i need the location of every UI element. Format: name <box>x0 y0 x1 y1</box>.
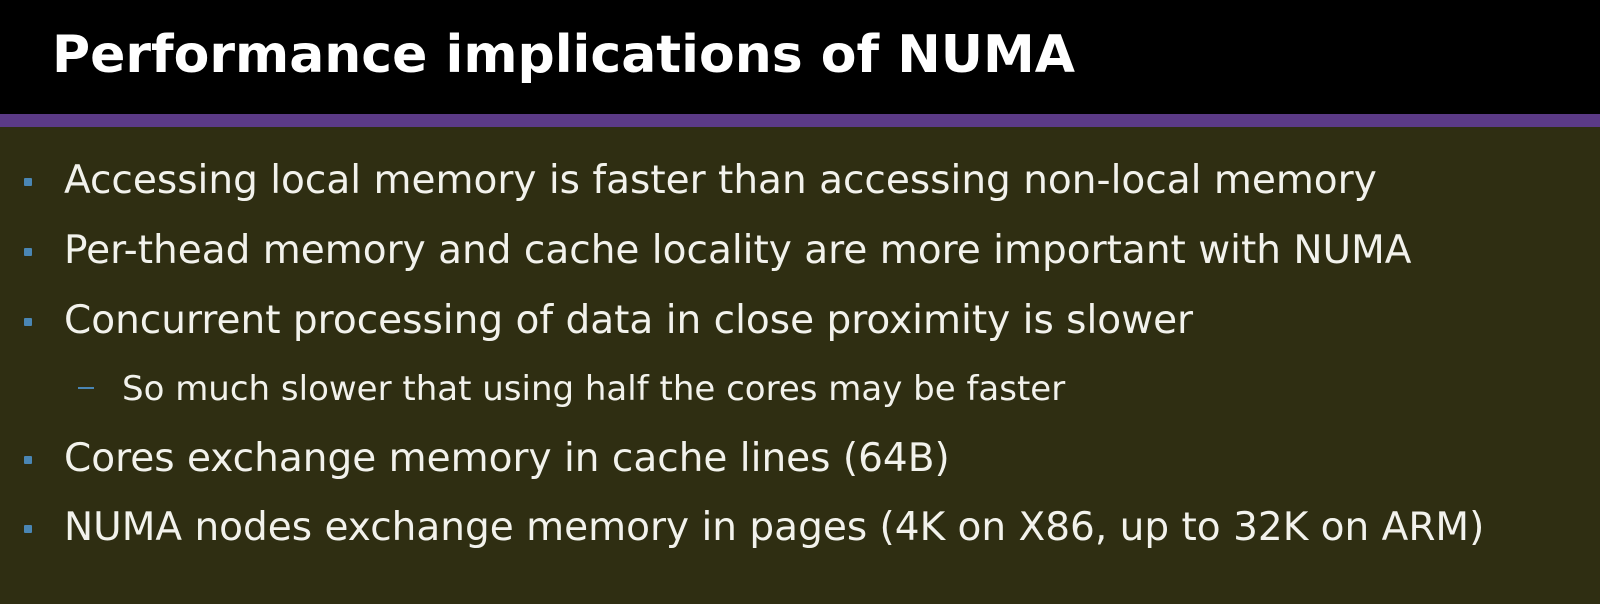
square-bullet-icon <box>24 456 32 464</box>
bullet-list: Accessing local memory is faster than ac… <box>0 127 1600 604</box>
bullet-text: Concurrent processing of data in close p… <box>64 298 1194 343</box>
square-bullet-icon <box>24 318 32 326</box>
sub-bullet-text: So much slower that using half the cores… <box>122 369 1066 409</box>
square-bullet-icon <box>24 525 32 533</box>
square-bullet-icon <box>24 248 32 256</box>
title-bar: Performance implications of NUMA <box>0 0 1600 114</box>
accent-divider <box>0 114 1600 127</box>
bullet-text: Cores exchange memory in cache lines (64… <box>64 436 950 481</box>
dash-bullet-icon <box>78 387 94 389</box>
bullet-text: Per-thead memory and cache locality are … <box>64 228 1412 273</box>
square-bullet-icon <box>24 178 32 186</box>
bullet-text: NUMA nodes exchange memory in pages (4K … <box>64 505 1485 550</box>
slide-title: Performance implications of NUMA <box>52 25 1075 85</box>
bullet-text: Accessing local memory is faster than ac… <box>64 158 1377 203</box>
